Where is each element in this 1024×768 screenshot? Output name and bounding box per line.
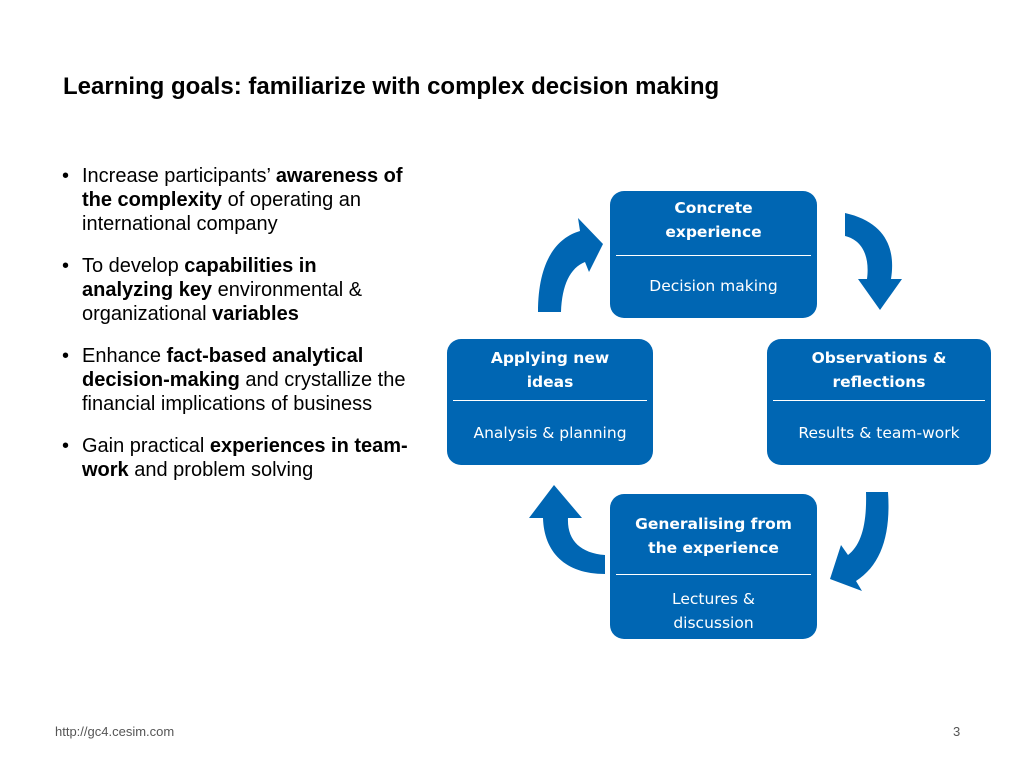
bullet-text: Increase participants’ [82, 165, 276, 187]
bullet-decision-making: Enhance fact-based analytical decision-m… [62, 344, 412, 416]
box-subtext: Lectures & [672, 590, 755, 608]
bullet-awareness: Increase participants’ awareness of the … [62, 164, 412, 236]
box-divider [616, 574, 811, 575]
bullet-bold-text: awareness of the complexity [82, 165, 403, 211]
bullet-text: Enhance [82, 345, 167, 367]
bullet-text: and crystallize the financial implicatio… [82, 369, 406, 415]
slide-title: Learning goals: familiarize with complex… [63, 73, 720, 100]
bullet-bold-text: fact-based analytical decision-making [82, 345, 364, 391]
learning-goals-list: Increase participants’ awareness of the … [62, 164, 412, 500]
box-divider [453, 400, 647, 401]
cycle-box-concrete-experience: Concrete experience Decision making [610, 191, 817, 318]
box-heading: reflections [832, 373, 926, 391]
bullet-team-work: Gain practical experiences in team-work … [62, 434, 412, 482]
arrow-top-right [845, 213, 902, 310]
bullet-capabilities: To develop capabilities in analyzing key… [62, 254, 412, 326]
bullet-bold-text: variables [212, 303, 299, 325]
box-heading: Applying new [490, 349, 610, 367]
bullet-text: To develop [82, 255, 185, 277]
box-divider [616, 255, 811, 256]
box-heading: Generalising from [635, 515, 792, 533]
box-heading: the experience [648, 539, 779, 557]
box-subtext: Decision making [649, 277, 778, 295]
cycle-box-generalising: Generalising from the experience Lecture… [610, 494, 817, 639]
page-number: 3 [953, 724, 961, 739]
bullet-text: environmental & organizational [82, 279, 363, 325]
bullet-text: and problem solving [128, 459, 314, 481]
box-heading: Concrete [674, 199, 753, 217]
bullet-bold-text: experiences in team-work [82, 435, 408, 481]
bullet-text: of operating an international company [82, 189, 362, 235]
box-subtext: discussion [673, 614, 754, 632]
cycle-box-observations: Observations & reflections Results & tea… [767, 339, 991, 465]
box-divider [773, 400, 985, 401]
footer-url: http://gc4.cesim.com [55, 724, 175, 739]
arrow-bottom-left [529, 485, 605, 574]
box-subtext: Analysis & planning [473, 424, 627, 442]
arrow-top-left [538, 218, 603, 312]
arrow-bottom-right [830, 492, 889, 591]
box-heading: Observations & [811, 349, 947, 367]
box-subtext: Results & team-work [798, 424, 960, 442]
box-heading: ideas [526, 373, 574, 391]
cycle-box-applying-ideas: Applying new ideas Analysis & planning [447, 339, 653, 465]
bullet-text: Gain practical [82, 435, 210, 457]
bullet-bold-text: capabilities in analyzing key [82, 255, 317, 301]
box-heading: experience [665, 223, 762, 241]
